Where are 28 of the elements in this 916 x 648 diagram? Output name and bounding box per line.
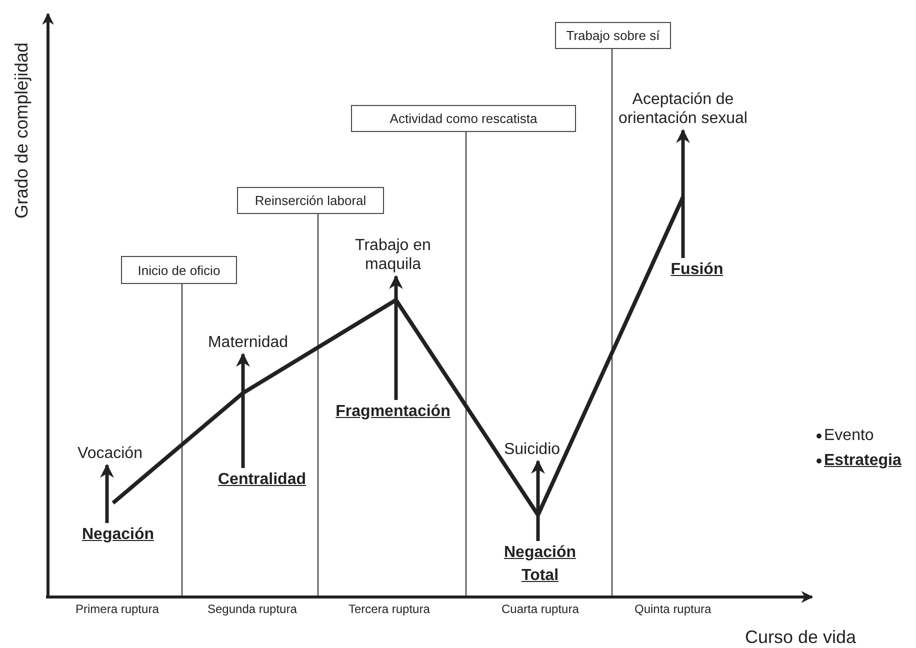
axis-category-label: Tercera ruptura [348,602,430,616]
event-label: Maternidad [198,333,298,352]
event-box: Trabajo sobre sí [555,22,671,49]
legend-label: Estrategia [824,452,902,470]
arrow [236,352,250,468]
arrow [676,128,690,258]
event-box: Inicio de oficio [121,256,237,284]
event-box: Reinserción laboral [237,187,384,214]
event-label: Vocación [70,444,150,464]
axis-category-label: Cuarta ruptura [502,602,579,616]
event-label: Trabajo en maquila [348,236,438,274]
strategy-label: Negación [73,523,163,546]
axis-title: Grado de complejidad [12,42,33,218]
strategy-label: Fragmentación [328,400,458,424]
arrow [389,274,403,400]
event-label: Suicidio [499,440,565,460]
axis-category-label: Quinta ruptura [634,602,712,616]
axis-title: Curso de vida [745,627,856,648]
arrow [100,464,114,523]
strategy-label: Fusión [652,258,742,282]
event-box: Actividad como rescatista [351,105,576,132]
axis-category-label: Segunda ruptura [208,602,297,616]
event-label: Aceptación de orientación sexual [613,90,753,128]
strategy-label: Centralidad [207,468,317,492]
axis-category-label: Primera ruptura [76,602,159,616]
legend-label: Evento [824,427,874,445]
strategy-label: Negación Total [490,541,590,588]
arrow [531,460,545,541]
